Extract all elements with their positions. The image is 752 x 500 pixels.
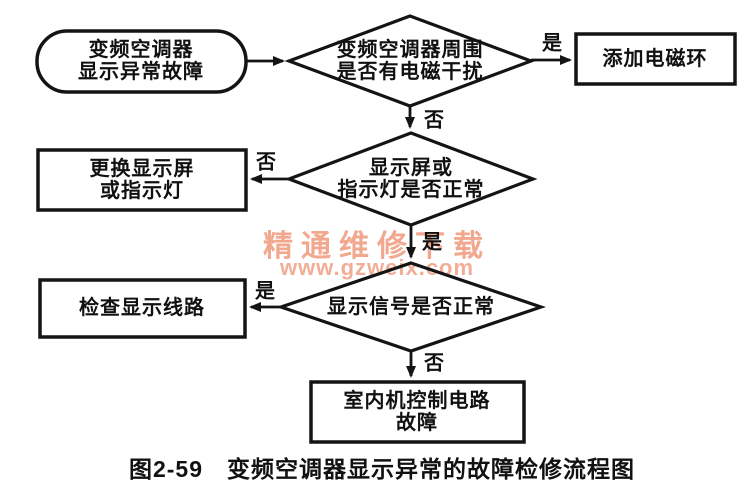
indoor-fault-process-shape bbox=[309, 380, 526, 444]
decision1-diamond-shape bbox=[284, 14, 536, 108]
watermark-title: 精通维修下载 bbox=[263, 230, 491, 263]
add-ring-process-shape bbox=[574, 32, 737, 86]
decision2-diamond-shape bbox=[284, 131, 538, 227]
figure-caption: 图2-59 变频空调器显示异常的故障检修流程图 bbox=[128, 456, 636, 482]
replace-display-process-shape bbox=[36, 148, 248, 212]
check-wiring-process-shape bbox=[38, 278, 247, 339]
decision3-diamond-shape bbox=[276, 261, 546, 353]
start-terminator-shape bbox=[35, 29, 248, 94]
